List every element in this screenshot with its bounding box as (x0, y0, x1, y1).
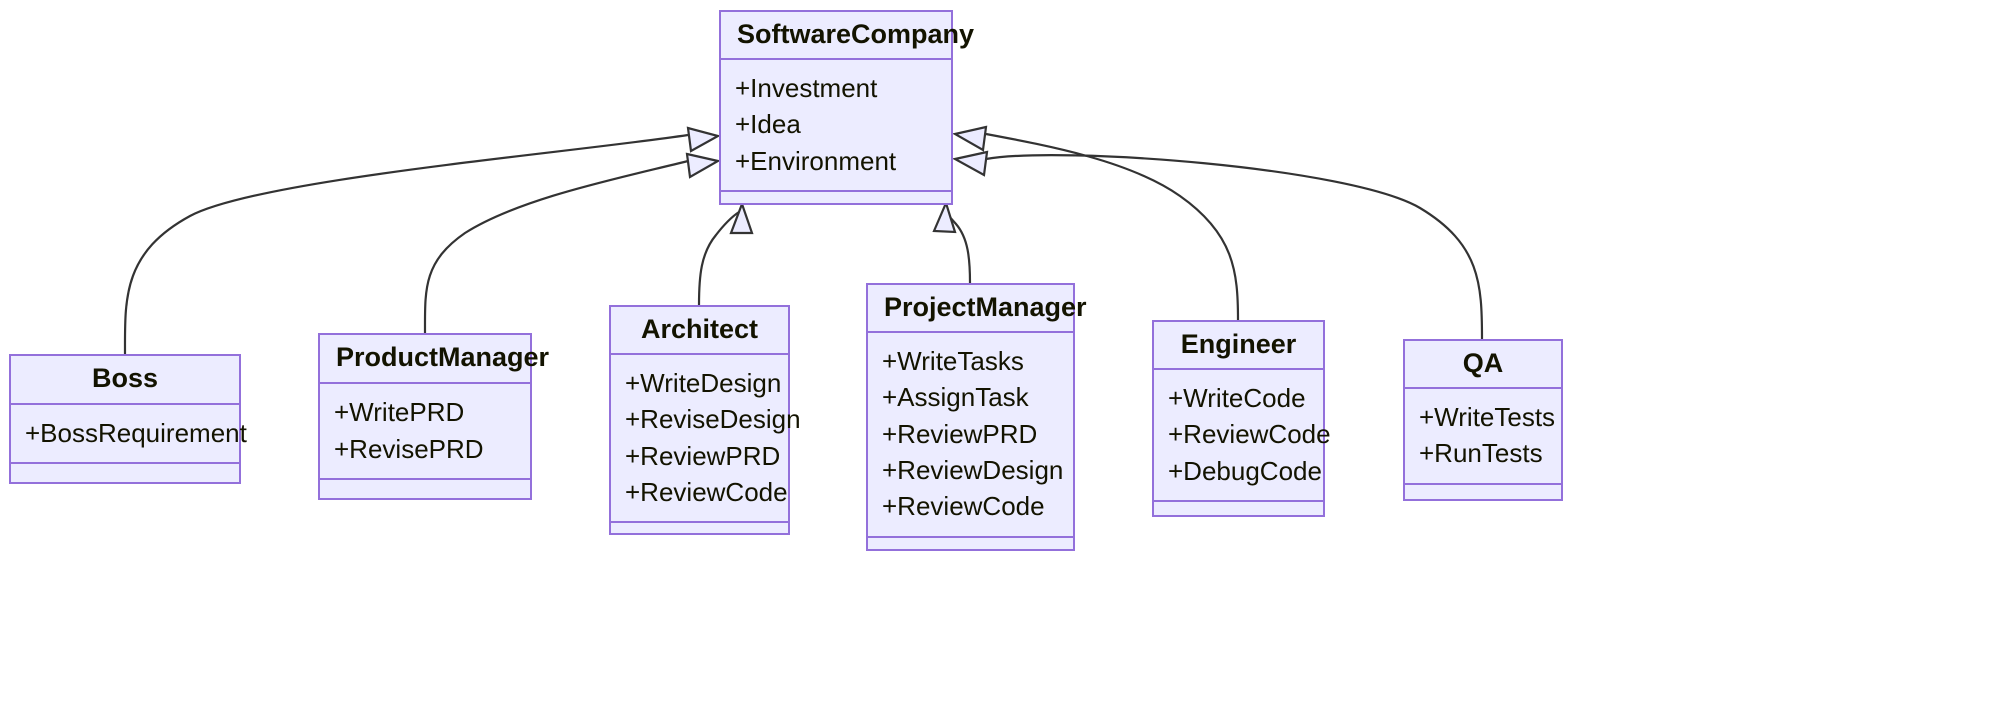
class-node-software-company[interactable]: SoftwareCompany +Investment +Idea +Environm… (719, 10, 974, 205)
class-attribute: +ReviseDesign (625, 404, 801, 435)
class-title-software-company: SoftwareCompany (721, 12, 974, 60)
class-attribute: +WriteDesign (625, 368, 782, 398)
class-attributes-boss: +BossRequirement (11, 405, 247, 464)
class-attribute: +ReviewCode (882, 491, 1045, 522)
class-methods-product-manager (320, 480, 530, 498)
class-attribute: +BossRequirement (25, 417, 247, 448)
class-methods-software-company (721, 192, 951, 210)
class-methods-boss (11, 464, 239, 482)
class-title-project-manager: ProjectManager (868, 285, 1087, 333)
class-attributes-product-manager: +WritePRD +RevisePRD (320, 384, 530, 480)
inheritance-edge-boss (123, 133, 689, 355)
class-attributes-qa: +WriteTests +RunTests (1405, 389, 1561, 485)
class-attribute: +ReviewCode (1168, 419, 1331, 450)
class-title-architect: Architect (611, 307, 788, 355)
class-attributes-architect: +WriteDesign +ReviseDesign +ReviewPRD +Revi… (611, 355, 801, 524)
class-title-engineer: Engineer (1154, 322, 1323, 370)
class-node-architect[interactable]: Architect +WriteDesign +ReviseDesign +Revie… (609, 305, 801, 535)
class-methods-project-manager (868, 538, 1073, 556)
class-attribute: +RunTests (1419, 438, 1543, 469)
class-attribute: +WriteTasks (882, 346, 1024, 376)
class-attribute: +WriteTests (1419, 402, 1556, 432)
class-attributes-engineer: +WriteCode +ReviewCode +DebugCode (1154, 370, 1331, 502)
class-attribute: +RevisePRD (334, 433, 484, 464)
class-node-engineer[interactable]: Engineer +WriteCode +ReviewCode +DebugCode (1152, 320, 1331, 520)
class-attribute: +Idea (735, 109, 801, 140)
class-attribute: +Investment (735, 73, 878, 103)
inheritance-arrowhead-engineer (951, 125, 988, 152)
class-attribute: +WritePRD (334, 397, 465, 428)
class-attribute: +DebugCode (1168, 455, 1322, 486)
inheritance-arrowhead-boss (686, 126, 721, 153)
class-node-qa[interactable]: QA +WriteTests +RunTests (1403, 339, 1563, 501)
class-attribute: +Environment (735, 145, 897, 176)
class-title-boss: Boss (11, 356, 239, 405)
inheritance-edge-architect (697, 211, 740, 306)
class-title-qa: QA (1405, 341, 1561, 389)
class-node-boss[interactable]: Boss +BossRequirement (9, 354, 247, 484)
class-attribute: +AssignTask (882, 382, 1029, 413)
class-attribute: +WriteCode (1168, 383, 1306, 413)
class-methods-architect (611, 523, 788, 541)
class-attribute: +ReviewPRD (882, 418, 1038, 449)
class-title-product-manager: ProductManager (320, 335, 549, 385)
class-attribute: +ReviewPRD (625, 440, 781, 471)
class-attributes-project-manager: +WriteTasks +AssignTask +ReviewPRD +ReviewD… (868, 333, 1073, 538)
class-methods-qa (1405, 485, 1561, 503)
class-node-project-manager[interactable]: ProjectManager +WriteTasks +AssignTask +Rev… (866, 283, 1087, 551)
class-attribute: +ReviewCode (625, 476, 788, 507)
class-methods-engineer (1154, 502, 1323, 520)
inheritance-arrowhead-qa (951, 150, 989, 177)
class-node-product-manager[interactable]: ProductManager +WritePRD +RevisePRD (318, 333, 549, 500)
class-attribute: +ReviewDesign (882, 454, 1064, 485)
class-attributes-software-company: +Investment +Idea +Environment (721, 60, 951, 192)
inheritance-arrowhead-product-manager (685, 152, 722, 179)
inheritance-edge-project-manager (943, 210, 972, 284)
